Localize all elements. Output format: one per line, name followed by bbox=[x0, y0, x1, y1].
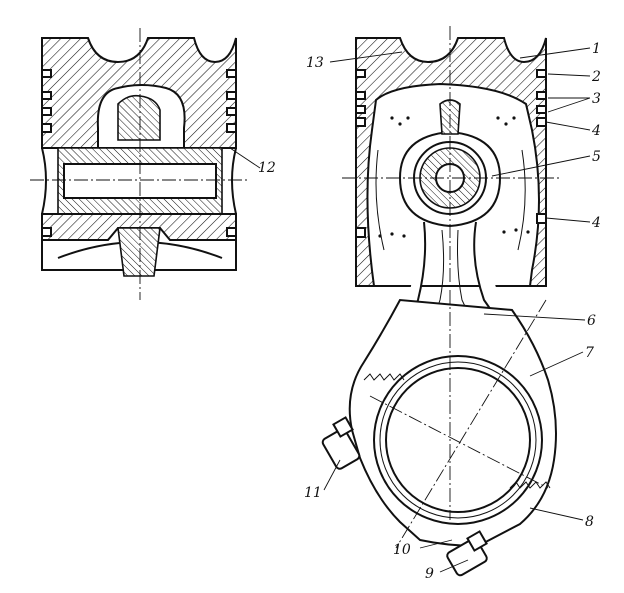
left-small-end bbox=[117, 94, 161, 141]
callout-4a: 4 bbox=[591, 123, 601, 139]
bearing-shell-outer bbox=[373, 355, 543, 525]
rod-big-end bbox=[348, 298, 557, 548]
callout-5: 5 bbox=[592, 149, 601, 165]
bolt-9 bbox=[446, 530, 488, 577]
left-piston-section bbox=[30, 28, 250, 300]
bolt-11 bbox=[321, 416, 361, 470]
rod-shank bbox=[399, 221, 513, 341]
callout-3: 3 bbox=[592, 91, 601, 107]
callout-9: 9 bbox=[425, 566, 434, 582]
callout-labels: 1 2 3 4 4 5 6 7 8 9 10 11 12 13 bbox=[258, 41, 601, 582]
callout-1: 1 bbox=[592, 41, 601, 57]
upper-serration bbox=[363, 373, 405, 381]
right-cavity-ribs bbox=[375, 149, 526, 251]
left-piston-skirt bbox=[41, 147, 237, 215]
right-ring-grooves bbox=[355, 69, 547, 238]
left-lower-groove bbox=[41, 227, 52, 237]
callout-12: 12 bbox=[258, 160, 276, 176]
oil-holes bbox=[378, 116, 530, 238]
lower-serration bbox=[509, 481, 551, 489]
right-piston-section bbox=[321, 26, 562, 577]
leader-lines bbox=[229, 47, 591, 573]
bearing-shell-inner bbox=[385, 367, 531, 513]
left-ring-grooves bbox=[41, 69, 237, 133]
callout-10: 10 bbox=[393, 542, 411, 558]
left-lower-groove-right bbox=[226, 227, 237, 237]
left-pin-bore bbox=[63, 163, 217, 199]
callout-13: 13 bbox=[306, 55, 324, 71]
callout-11: 11 bbox=[304, 485, 322, 501]
callout-2: 2 bbox=[591, 69, 601, 85]
callout-6: 6 bbox=[587, 313, 596, 329]
bearing-shell-mid bbox=[379, 361, 537, 519]
rod-axis bbox=[395, 299, 547, 549]
callout-7: 7 bbox=[585, 345, 594, 361]
callout-4b: 4 bbox=[591, 215, 601, 231]
cap-split-axis bbox=[369, 395, 549, 489]
callout-8: 8 bbox=[585, 514, 594, 530]
left-rod-stub bbox=[117, 227, 161, 277]
